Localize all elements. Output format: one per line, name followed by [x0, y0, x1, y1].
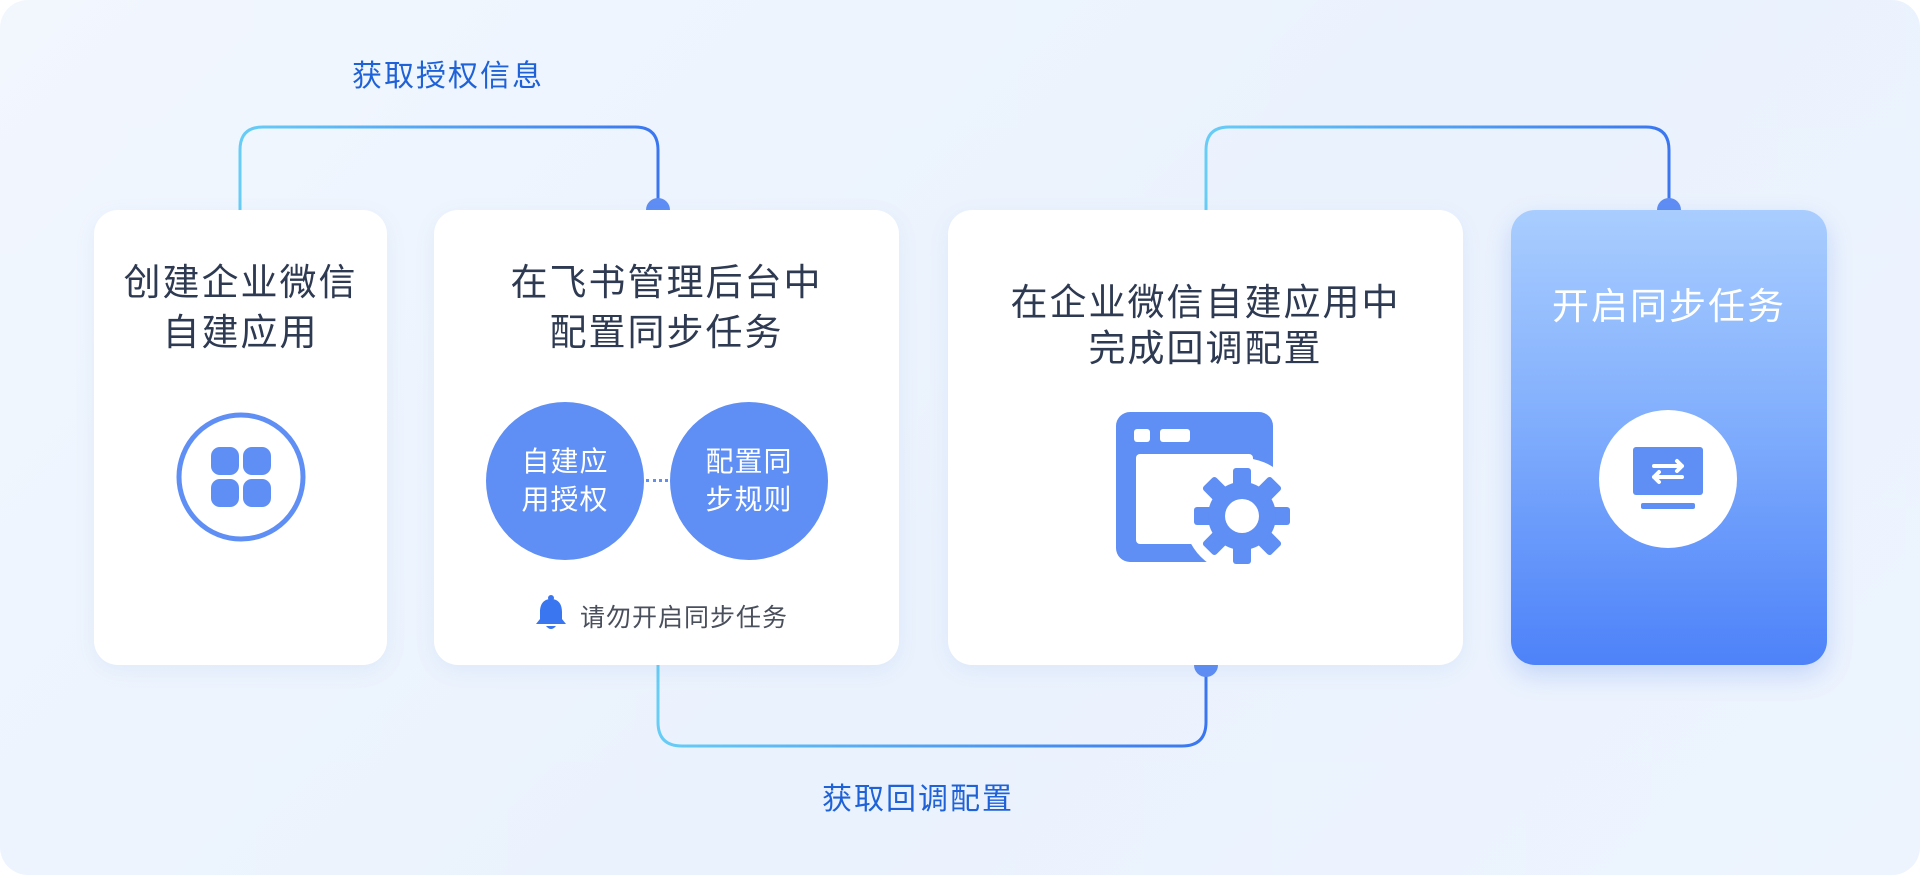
step-card-enable-sync: 开启同步任务 [1511, 210, 1827, 665]
label-get-auth-info: 获取授权信息 [352, 59, 544, 94]
window-settings-icon [1116, 412, 1300, 574]
substep-line: 配置同 [705, 445, 793, 478]
sync-monitor-icon [1599, 410, 1737, 548]
step-title-line: 完成回调配置 [1088, 327, 1323, 370]
step-title: 开启同步任务 [1511, 282, 1827, 332]
step-title: 创建企业微信 自建应用 [94, 258, 387, 358]
substep-line: 步规则 [705, 483, 793, 516]
step-title: 在飞书管理后台中 配置同步任务 [434, 258, 899, 358]
bell-icon [534, 594, 568, 638]
connector-enable [1204, 125, 1671, 210]
substep-line: 自建应 [521, 445, 609, 478]
connector-auth [238, 125, 660, 210]
step-title: 在企业微信自建应用中 完成回调配置 [948, 280, 1463, 372]
step-title-line: 在企业微信自建应用中 [1010, 281, 1401, 324]
step-title-line: 配置同步任务 [549, 311, 784, 354]
substep-link [646, 479, 668, 482]
step-card-callback-config: 在企业微信自建应用中 完成回调配置 [948, 210, 1463, 665]
step-title-line: 创建企业微信 [123, 261, 358, 304]
substep-line: 用授权 [521, 483, 609, 516]
step-card-create-app: 创建企业微信 自建应用 [94, 210, 387, 665]
sync-warning-notice: 请勿开启同步任务 [534, 594, 788, 638]
substep-app-authorization: 自建应 用授权 [486, 402, 644, 560]
app-grid-icon [176, 412, 306, 542]
label-get-callback-config: 获取回调配置 [822, 782, 1014, 817]
step-title-line: 在飞书管理后台中 [510, 261, 823, 304]
substep-sync-rules: 配置同 步规则 [670, 402, 828, 560]
step-title-line: 自建应用 [162, 311, 319, 354]
step-title-line: 开启同步任务 [1552, 285, 1786, 328]
notice-text: 请勿开启同步任务 [580, 603, 789, 632]
step-card-configure-sync: 在飞书管理后台中 配置同步任务 自建应 用授权 配置同 步规则 请勿开启同步任务 [434, 210, 899, 665]
connector-callback [656, 665, 1208, 748]
